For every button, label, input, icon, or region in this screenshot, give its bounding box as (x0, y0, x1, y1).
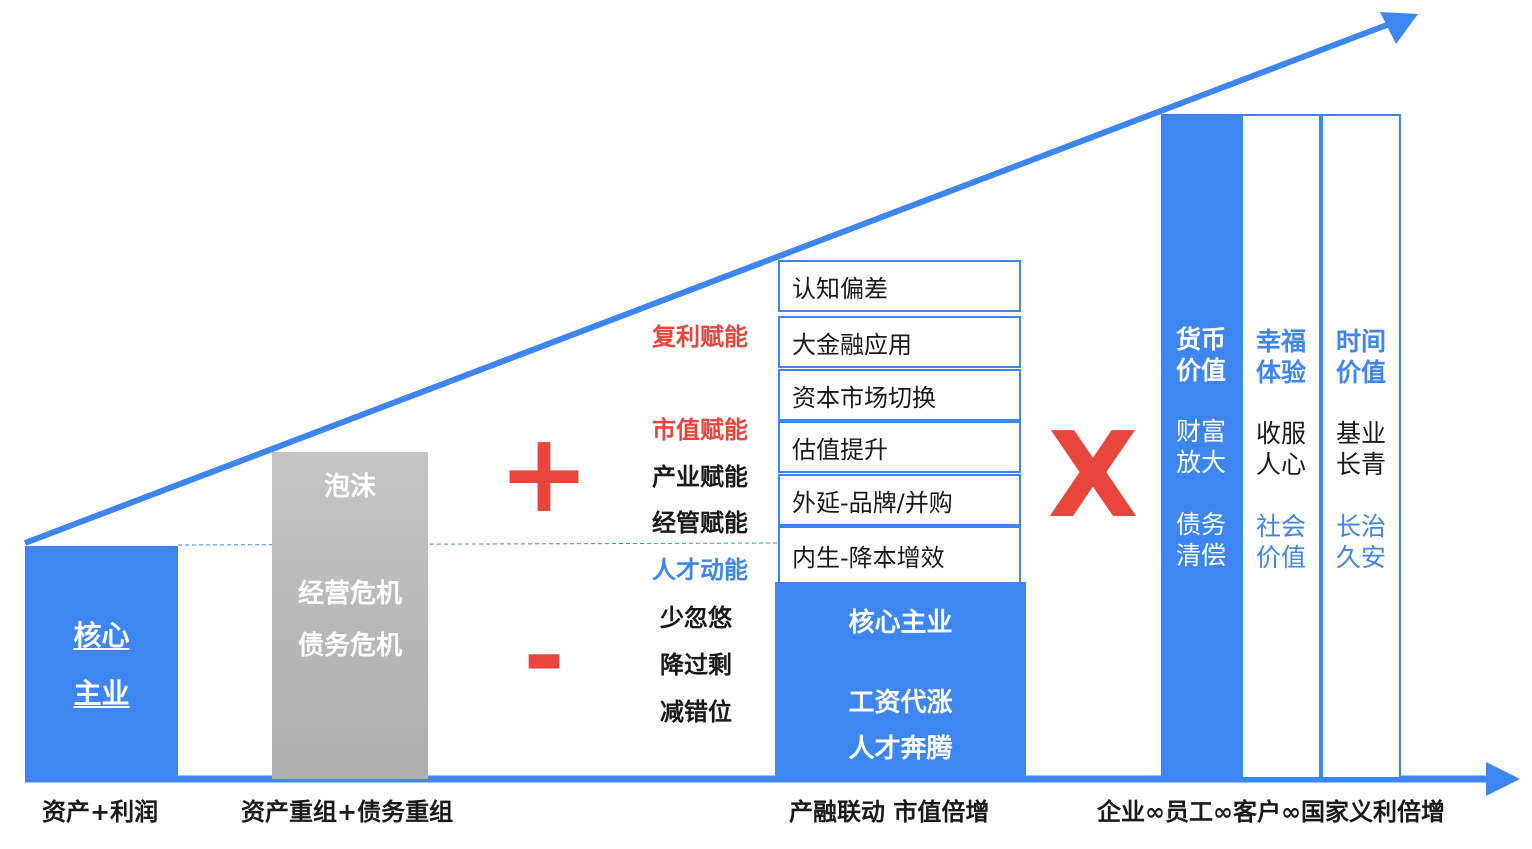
column-lower: 长治久安 (1335, 512, 1386, 572)
column-middle: 收服人心 (1255, 419, 1306, 479)
crisis-text: 经营危机 债务危机 (272, 568, 428, 672)
market-value-empowerment: 市值赋能 (652, 416, 748, 444)
column-middle: 基业长青 (1335, 419, 1386, 479)
value-column-time: 时间价值 基业长青 长治久安 (1321, 114, 1401, 779)
talent-surge: 人才奔腾 (848, 734, 953, 764)
growth-arrow-head (1380, 12, 1418, 44)
measure-row: 认知偏差 (778, 260, 1021, 312)
debt-crisis: 债务危机 (297, 631, 402, 661)
compound-empowerment: 复利赋能 (652, 323, 748, 351)
baseline-arrow-head (1486, 762, 1520, 796)
value-column-happiness: 幸福体验 收服人心 社会价值 (1241, 114, 1321, 779)
core-business-block: 核心 主业 (25, 546, 178, 779)
column-heading: 幸福体验 (1255, 327, 1306, 387)
measure-row: 大金融应用 (778, 316, 1021, 368)
stage3-label: 产融联动 市值倍增 (789, 798, 990, 826)
measure-row: 资本市场切换 (778, 369, 1021, 421)
multiply-symbol: X (1047, 406, 1139, 544)
core-business-block-2: 核心主业 工资代涨 人才奔腾 (775, 582, 1026, 779)
value-column-monetary: 货币价值 财富放大 债务清偿 (1161, 114, 1241, 779)
talent-text: 工资代涨 人才奔腾 (775, 680, 1026, 772)
column-lower: 债务清偿 (1175, 510, 1226, 570)
core-business-line2: 主业 (73, 676, 130, 710)
industry-empowerment: 产业赋能 (652, 463, 748, 491)
measure-row: 估值提升 (778, 421, 1021, 473)
column-middle: 财富放大 (1175, 417, 1226, 477)
dashed-reference-line (177, 542, 779, 546)
bubble-title: 泡沫 (323, 472, 376, 502)
minus-symbol: - (523, 597, 565, 714)
measure-row: 外延-品牌/并购 (778, 474, 1021, 526)
growth-arrow-line (23, 20, 1394, 546)
measure-row: 内生-降本增效 (778, 526, 1021, 584)
column-heading: 货币价值 (1175, 325, 1226, 385)
reduction-item: 减错位 (660, 698, 732, 726)
stage1-label: 资产+利润 (42, 798, 159, 826)
column-lower: 社会价值 (1255, 512, 1306, 572)
core-business-line1: 核心 (73, 618, 130, 652)
wage-rise: 工资代涨 (848, 688, 953, 718)
operating-crisis: 经营危机 (297, 579, 402, 609)
talent-momentum: 人才动能 (652, 556, 748, 584)
core-business-title: 核心主业 (848, 608, 953, 638)
column-heading: 时间价值 (1335, 327, 1386, 387)
reduction-item: 降过剩 (660, 651, 732, 679)
stage4-label: 企业∞员工∞客户∞国家义利倍增 (1097, 798, 1445, 826)
management-empowerment: 经管赋能 (652, 509, 748, 537)
plus-symbol: + (497, 409, 591, 537)
reduction-item: 少忽悠 (660, 604, 732, 632)
bubble-block: 泡沫 经营危机 债务危机 (272, 452, 428, 779)
stage2-label: 资产重组+债务重组 (241, 798, 454, 826)
